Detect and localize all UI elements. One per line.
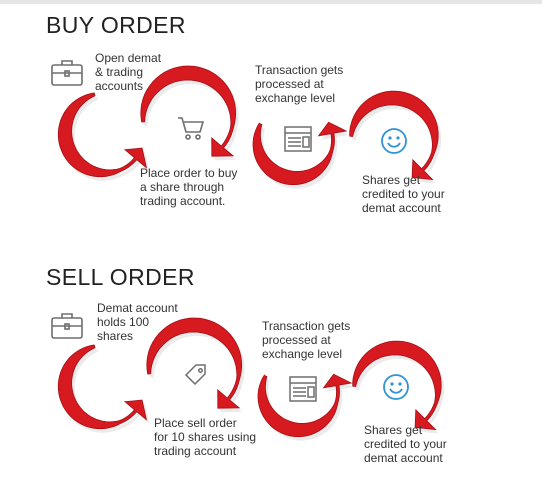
smiley-icon xyxy=(382,373,410,401)
flow-arrow xyxy=(352,340,442,431)
sell-flow-arrows xyxy=(57,317,445,441)
flow-arrow xyxy=(252,121,348,186)
buy-order-title: BUY ORDER xyxy=(46,12,186,38)
browser-window-icon xyxy=(288,374,318,404)
flow-arrow xyxy=(146,317,243,409)
flow-arrow xyxy=(57,344,148,430)
flow-arrow xyxy=(257,373,353,438)
sell-order-title: SELL ORDER xyxy=(46,264,195,290)
smiley-icon xyxy=(380,127,408,155)
shopping-cart-icon xyxy=(176,113,206,143)
briefcase-icon xyxy=(50,55,84,89)
flow-arrow xyxy=(140,65,237,157)
price-tag-icon xyxy=(183,362,209,388)
flow-arrow xyxy=(349,90,439,181)
browser-window-icon xyxy=(283,124,313,154)
briefcase-icon xyxy=(50,308,84,342)
top-divider xyxy=(0,0,542,4)
flow-arrow xyxy=(57,92,148,178)
buy-flow-arrows xyxy=(57,65,442,189)
